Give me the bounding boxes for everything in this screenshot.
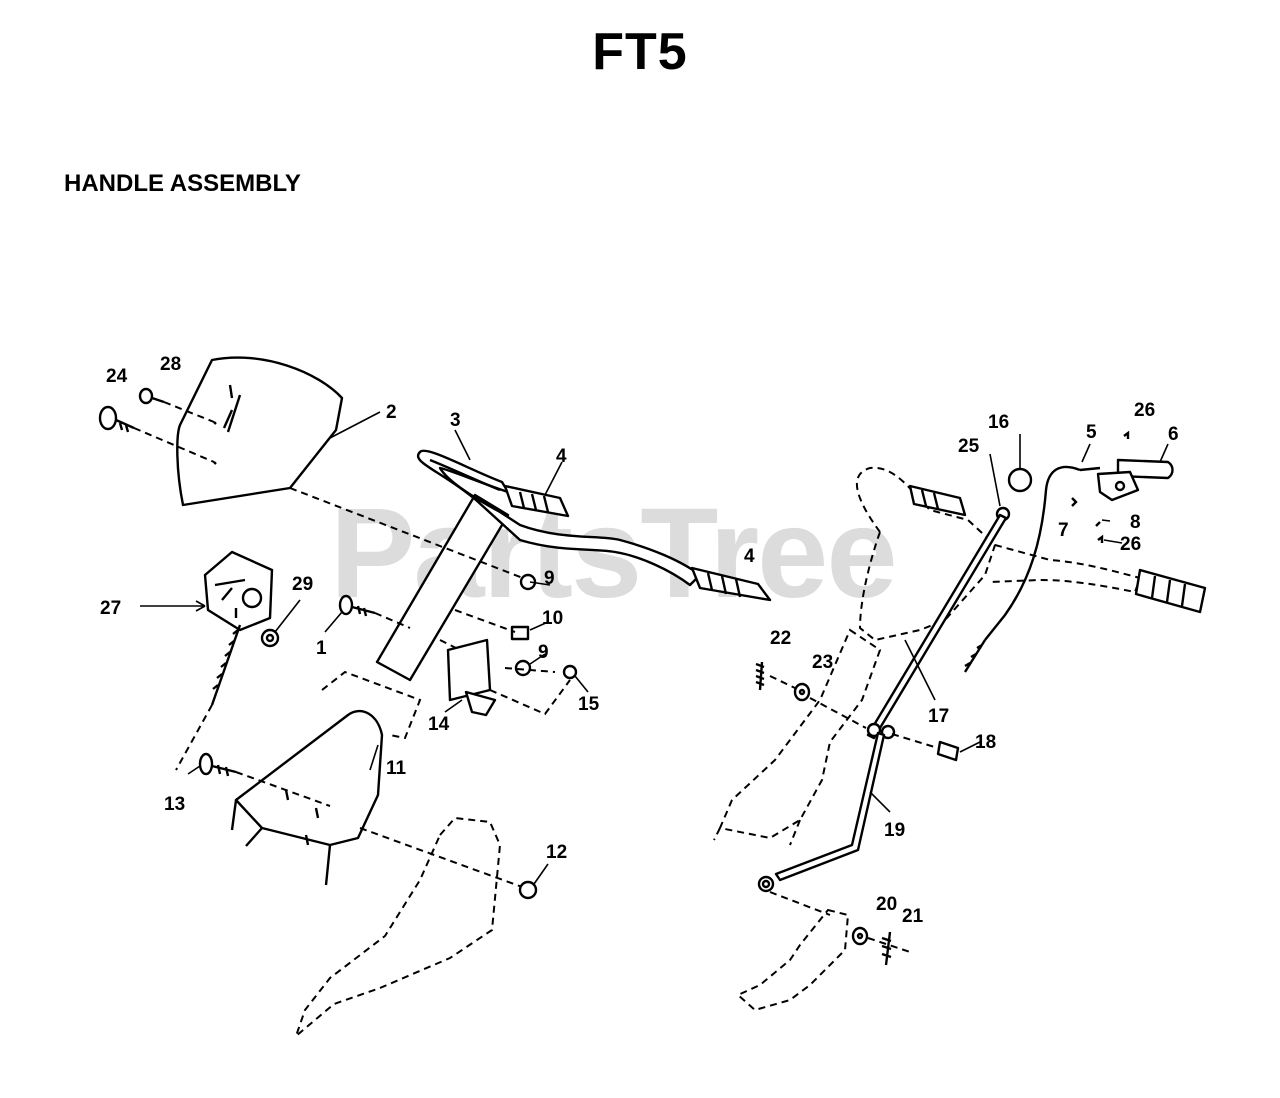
cable-5 bbox=[984, 465, 1081, 641]
nut-9-lower bbox=[514, 659, 532, 677]
bolt-13 bbox=[198, 752, 237, 777]
callout-25: 25 bbox=[958, 436, 980, 457]
page-title: FT5 bbox=[592, 23, 688, 81]
callout-1: 1 bbox=[316, 638, 327, 659]
tiller-frame-left bbox=[293, 816, 502, 1040]
callout-9a: 9 bbox=[544, 568, 555, 589]
callout-14: 14 bbox=[428, 714, 450, 735]
lever-6 bbox=[1079, 458, 1174, 502]
rod-17 bbox=[866, 513, 1008, 740]
nut-29 bbox=[260, 628, 280, 648]
clip-26-upper bbox=[1123, 430, 1130, 439]
pin-18 bbox=[891, 733, 960, 762]
callout-20: 20 bbox=[876, 894, 897, 915]
spring-left bbox=[210, 624, 242, 706]
callout-13: 13 bbox=[164, 794, 185, 815]
callout-4a: 4 bbox=[556, 446, 567, 467]
callout-3: 3 bbox=[450, 410, 461, 431]
clip-26-lower bbox=[1097, 534, 1104, 543]
nut-15 bbox=[562, 664, 578, 680]
callout-9b: 9 bbox=[538, 642, 549, 663]
screw-24 bbox=[98, 405, 135, 433]
spring-22 bbox=[755, 661, 765, 691]
washer-23 bbox=[793, 682, 811, 702]
spring-21 bbox=[881, 931, 892, 966]
handlebar-right-outline bbox=[855, 466, 997, 642]
grip-right-lower bbox=[1134, 568, 1207, 614]
linkage-19 bbox=[757, 722, 896, 893]
nut-12 bbox=[518, 880, 538, 900]
handlebar-3 bbox=[375, 449, 702, 682]
callout-23: 23 bbox=[812, 652, 833, 673]
callout-26b: 26 bbox=[1120, 534, 1141, 555]
callout-15: 15 bbox=[578, 694, 600, 715]
bolt-28 bbox=[138, 387, 165, 405]
callout-4b: 4 bbox=[744, 546, 755, 567]
callout-21: 21 bbox=[902, 906, 924, 927]
clip-10 bbox=[510, 625, 530, 641]
plate-14 bbox=[446, 638, 571, 717]
pin-8 bbox=[1095, 521, 1101, 527]
callout-12: 12 bbox=[546, 842, 567, 863]
callout-7: 7 bbox=[1058, 520, 1069, 541]
callout-19: 19 bbox=[884, 820, 905, 841]
callout-11: 11 bbox=[386, 758, 407, 779]
callout-17: 17 bbox=[928, 706, 949, 727]
washer-20 bbox=[851, 926, 869, 946]
leader-lines bbox=[140, 411, 1169, 885]
callout-22: 22 bbox=[770, 628, 791, 649]
panel-shield bbox=[176, 356, 344, 507]
spring-7 bbox=[1071, 497, 1078, 507]
callout-28: 28 bbox=[160, 354, 181, 375]
callout-18: 18 bbox=[975, 732, 996, 753]
bracket-right-bottom bbox=[736, 908, 850, 1012]
bracket-27 bbox=[203, 550, 274, 632]
bolt-1 bbox=[338, 594, 376, 617]
callout-26a: 26 bbox=[1134, 400, 1155, 421]
callout-8: 8 bbox=[1130, 512, 1141, 533]
callout-29: 29 bbox=[292, 574, 313, 595]
callout-6: 6 bbox=[1168, 424, 1179, 445]
section-heading: HANDLE ASSEMBLY bbox=[64, 170, 301, 197]
callout-27: 27 bbox=[100, 598, 121, 619]
grip-right-upper bbox=[908, 484, 967, 517]
grip-upper bbox=[503, 484, 570, 518]
callout-10: 10 bbox=[542, 608, 563, 629]
callout-16: 16 bbox=[988, 412, 1009, 433]
callout-24: 24 bbox=[106, 366, 128, 387]
callout-2: 2 bbox=[386, 402, 397, 423]
left-assembly bbox=[98, 356, 772, 1040]
knob-16 bbox=[1007, 467, 1033, 493]
callouts: 1 2 3 4 4 5 6 7 8 9 9 10 11 12 13 14 15 … bbox=[100, 354, 1179, 927]
callout-5: 5 bbox=[1086, 422, 1097, 443]
mount-right bbox=[718, 628, 882, 840]
right-assembly bbox=[713, 430, 1207, 1012]
grip-lower bbox=[690, 566, 772, 602]
mount-11 bbox=[230, 709, 384, 886]
